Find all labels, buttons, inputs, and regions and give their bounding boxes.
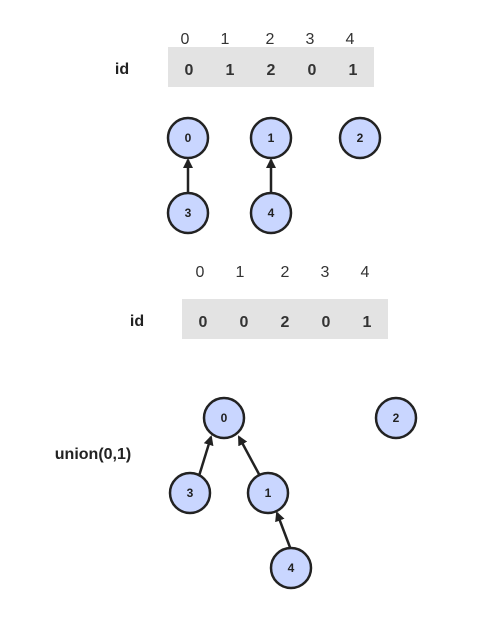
node-label: 0 <box>221 411 228 425</box>
operation-caption: union(0,1) <box>55 446 131 463</box>
node-label: 4 <box>268 206 275 220</box>
array-index: 3 <box>306 31 315 48</box>
panel-2: 0 1 2 3 4 id 0 0 2 0 1 union(0,1) 0 2 <box>55 264 418 590</box>
array-index: 1 <box>236 264 245 281</box>
node-1: 1 <box>249 116 293 160</box>
array-index: 2 <box>281 264 290 281</box>
array-cell: 0 <box>322 314 331 331</box>
array-cell: 0 <box>199 314 208 331</box>
array-cell: 2 <box>281 314 290 331</box>
array-label: id <box>130 313 144 330</box>
node-0: 0 <box>166 116 210 160</box>
array-cell: 0 <box>308 62 317 79</box>
node-3: 3 <box>168 471 212 515</box>
edge-3-to-0 <box>197 435 214 477</box>
array-index: 0 <box>196 264 205 281</box>
array-cell: 2 <box>267 62 276 79</box>
node-4: 4 <box>249 191 293 235</box>
array-cell: 1 <box>363 314 372 331</box>
node-label: 4 <box>288 561 295 575</box>
array-box <box>168 47 374 87</box>
array-index: 4 <box>346 31 355 48</box>
node-4: 4 <box>269 546 313 590</box>
node-label: 2 <box>393 411 400 425</box>
node-label: 1 <box>268 131 275 145</box>
node-label: 0 <box>185 131 192 145</box>
node-3: 3 <box>166 191 210 235</box>
array-cell: 0 <box>240 314 249 331</box>
array-cell: 0 <box>185 62 194 79</box>
edge-4-to-1 <box>275 511 293 551</box>
node-label: 1 <box>265 486 272 500</box>
array-label: id <box>115 61 129 78</box>
edge-1-to-0 <box>237 435 262 477</box>
node-2: 2 <box>374 396 418 440</box>
array-index: 0 <box>181 31 190 48</box>
array-index: 1 <box>221 31 230 48</box>
array-cell: 1 <box>226 62 235 79</box>
array-index: 4 <box>361 264 370 281</box>
array-index: 3 <box>321 264 330 281</box>
node-label: 2 <box>357 131 364 145</box>
node-label: 3 <box>187 486 194 500</box>
array-index: 2 <box>266 31 275 48</box>
node-1: 1 <box>246 471 290 515</box>
node-2: 2 <box>338 116 382 160</box>
array-box <box>182 299 388 339</box>
node-0: 0 <box>202 396 246 440</box>
node-label: 3 <box>185 206 192 220</box>
panel-1: 0 1 2 3 4 id 0 1 2 0 1 0 1 2 <box>115 31 382 235</box>
array-cell: 1 <box>349 62 358 79</box>
